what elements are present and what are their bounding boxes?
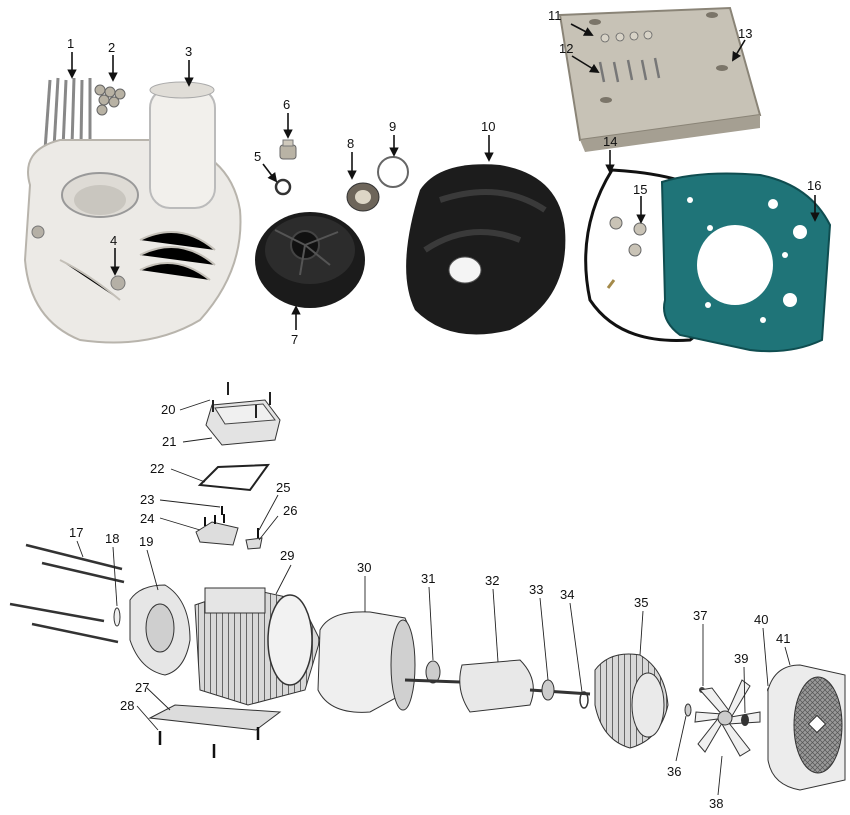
- part-29-motor-housing: [194, 587, 321, 706]
- part-36-washer: [684, 703, 692, 717]
- label-31: 31: [421, 571, 435, 586]
- label-29: 29: [280, 548, 294, 563]
- label-26: 26: [283, 503, 297, 518]
- part-24-terminal-block: [195, 514, 239, 546]
- part-28-foot-screws: [158, 727, 260, 758]
- label-19: 19: [139, 534, 153, 549]
- label-4: 4: [110, 233, 117, 248]
- part-11-bolts-small: [600, 30, 653, 43]
- part-39-clip: [741, 714, 749, 726]
- part-7-impeller: [255, 212, 365, 308]
- part-2-nuts-washers: [94, 84, 126, 116]
- label-20: 20: [161, 402, 175, 417]
- label-32: 32: [485, 573, 499, 588]
- label-11: 11: [548, 8, 562, 23]
- part-18-washer: [113, 607, 121, 627]
- label-6: 6: [283, 97, 290, 112]
- label-15: 15: [633, 182, 647, 197]
- callout-arrows: [67, 23, 820, 330]
- label-28: 28: [120, 698, 134, 713]
- part-27-motor-foot: [148, 704, 282, 731]
- part-5-small-oring: [274, 178, 292, 196]
- label-36: 36: [667, 764, 681, 779]
- label-16: 16: [807, 178, 821, 193]
- part-19-end-shield: [129, 584, 191, 676]
- label-35: 35: [634, 595, 648, 610]
- label-1: 1: [67, 36, 74, 51]
- label-34: 34: [560, 587, 574, 602]
- label-21: 21: [162, 434, 176, 449]
- part-21-terminal-box-cover: [205, 399, 281, 446]
- label-17: 17: [69, 525, 83, 540]
- label-39: 39: [734, 651, 748, 666]
- part-20-cover-screws: [212, 382, 271, 418]
- label-8: 8: [347, 136, 354, 151]
- label-9: 9: [389, 119, 396, 134]
- label-25: 25: [276, 480, 290, 495]
- part-1-long-bolts: [43, 77, 92, 151]
- part-3-pump-volute: [23, 81, 242, 344]
- part-8-mechanical-seal: [346, 182, 380, 212]
- part-33-bearing: [541, 679, 555, 701]
- label-24: 24: [140, 511, 154, 526]
- part-17-tie-rods: [9, 543, 125, 644]
- part-4-volute-stud: [31, 225, 126, 291]
- part-34-circlip: [579, 691, 589, 709]
- label-37: 37: [693, 608, 707, 623]
- part-number-labels: 1 2 3 4 5 6 7 8 9 10 11 12 13 14 15 16 1…: [67, 8, 821, 811]
- part-10-diffuser: [406, 164, 566, 335]
- label-7: 7: [291, 332, 298, 347]
- part-38-fan: [694, 679, 761, 757]
- part-32-rotor: [459, 659, 591, 713]
- part-9-seal-ring: [377, 156, 409, 188]
- label-33: 33: [529, 582, 543, 597]
- part-6-drain-plug: [279, 139, 297, 160]
- label-2: 2: [108, 40, 115, 55]
- label-12: 12: [559, 41, 573, 56]
- part-31-bearing: [404, 660, 461, 684]
- label-14: 14: [603, 134, 617, 149]
- part-30-stator: [317, 611, 416, 713]
- label-30: 30: [357, 560, 371, 575]
- part-13-mounting-plate: [558, 6, 762, 152]
- part-12-bolts-long: [598, 57, 661, 83]
- label-13: 13: [738, 26, 752, 41]
- part-16-gasket-plate: [660, 172, 832, 353]
- part-26-ground-clip: [245, 537, 263, 550]
- part-35-rear-end-shield: [594, 653, 669, 749]
- label-18: 18: [105, 531, 119, 546]
- label-23: 23: [140, 492, 154, 507]
- label-41: 41: [776, 631, 790, 646]
- leader-lines: [76, 399, 791, 796]
- part-41-fan-cover: [767, 664, 846, 791]
- label-3: 3: [185, 44, 192, 59]
- label-40: 40: [754, 612, 768, 627]
- part-22-terminal-gasket: [197, 463, 271, 492]
- label-22: 22: [150, 461, 164, 476]
- label-10: 10: [481, 119, 495, 134]
- label-38: 38: [709, 796, 723, 811]
- label-5: 5: [254, 149, 261, 164]
- label-27: 27: [135, 680, 149, 695]
- part-15-screws: [606, 216, 647, 289]
